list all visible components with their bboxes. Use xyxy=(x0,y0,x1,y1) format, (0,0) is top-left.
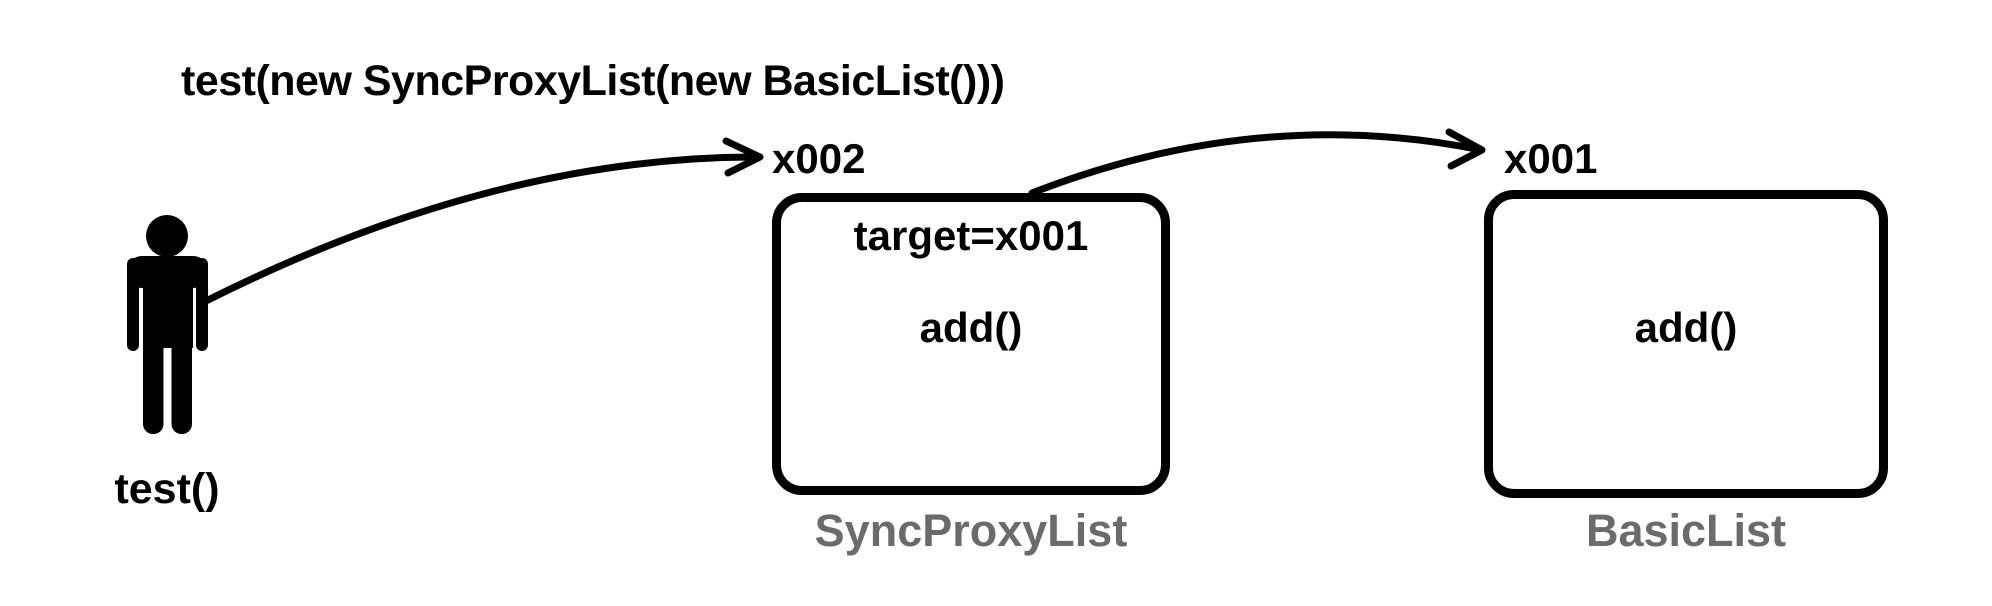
object-box-syncproxylist: target=x001 add() xyxy=(772,193,1170,495)
actor-label: test() xyxy=(114,465,220,513)
object-field-target: target=x001 xyxy=(853,212,1089,259)
object-box-basiclist: add() xyxy=(1484,190,1888,498)
actor-person-icon xyxy=(127,215,208,434)
object-ref-x002: x002 xyxy=(772,135,866,182)
call-arrow-x002-to-x001 xyxy=(1028,128,1486,197)
call-expression-title: test(new SyncProxyList(new BasicList())) xyxy=(181,57,1005,105)
object-method-add-syncproxylist: add() xyxy=(919,304,1023,351)
call-arrow-test-to-x002 xyxy=(200,137,764,306)
object-ref-x001: x001 xyxy=(1504,135,1598,182)
class-label-syncproxylist: SyncProxyList xyxy=(814,505,1128,556)
object-method-add-basiclist: add() xyxy=(1634,304,1738,351)
class-label-basiclist: BasicList xyxy=(1585,505,1787,556)
